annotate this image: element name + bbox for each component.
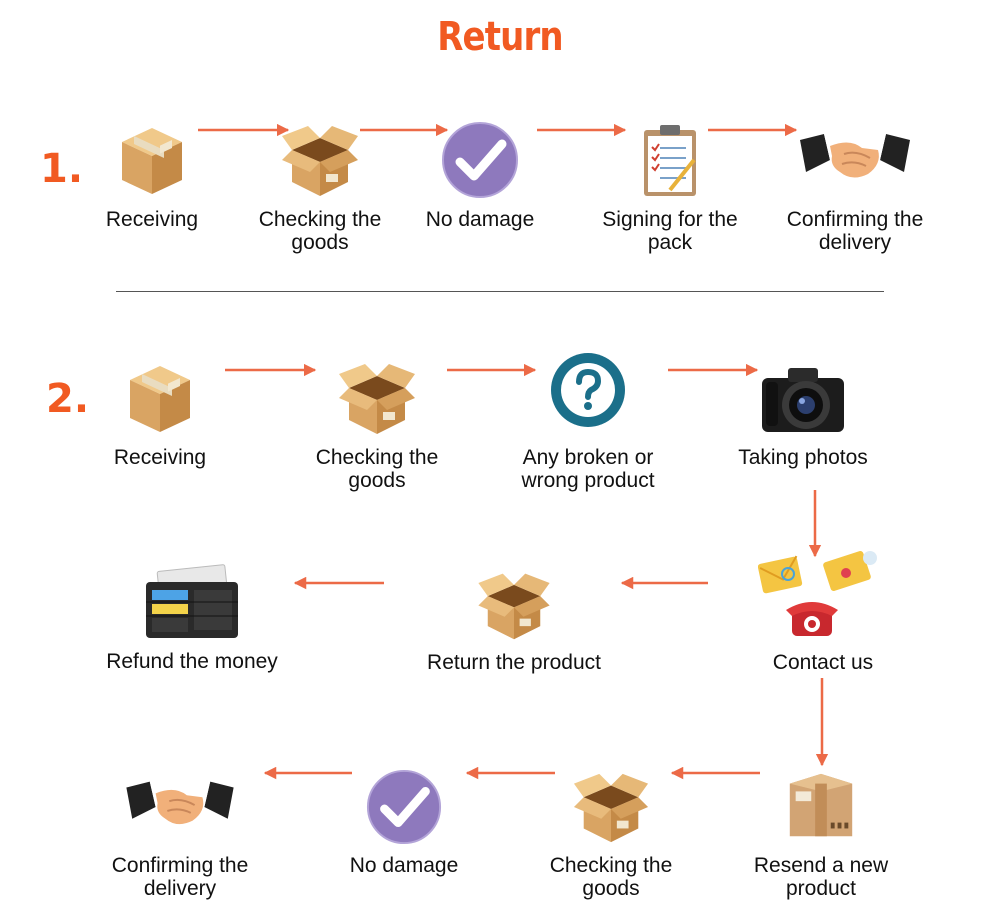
s2-step-label: Receiving [113,446,207,469]
section-divider [116,291,884,292]
section-1-number: 1. [40,146,84,192]
s2-step-label: Return the product [427,651,601,674]
s2-step-label: Contact us [772,651,874,674]
section-2-number: 2. [46,376,90,422]
s2-step-confirming: Confirming the delivery [90,768,270,900]
s1-step-receiving: Receiving [62,120,242,231]
s1-step-label: Checking the goods [258,208,382,254]
s1-step-no-damage: No damage [390,120,570,231]
s2-step-checking: Checking the goods [287,358,467,492]
s2-step-checking-2: Checking the goods [521,768,701,900]
s2-step-label: Checking the goods [315,446,439,492]
s2-step-photos: Taking photos [713,358,893,469]
s1-step-confirming: Confirming the delivery [765,120,945,254]
page-title: Return [437,14,563,60]
s1-step-signing: Signing for the pack [580,120,760,254]
s2-step-label: Taking photos [738,446,868,469]
s1-step-label: Signing for the pack [602,208,738,254]
s2-step-label: Checking the goods [549,854,673,900]
s2-step-refund: Refund the money [102,562,282,673]
s2-step-label: No damage [349,854,459,877]
s1-step-label: Confirming the delivery [786,208,924,254]
s2-step-no-damage: No damage [314,768,494,877]
s1-step-label: Receiving [105,208,199,231]
s1-step-checking: Checking the goods [230,120,410,254]
s2-step-receiving: Receiving [70,358,250,469]
s2-step-resend: Resend a new product [731,768,911,900]
s2-step-contact: Contact us [733,548,913,674]
s2-step-label: Refund the money [106,650,278,673]
s2-step-label: Confirming the delivery [111,854,249,900]
s1-step-label: No damage [425,208,535,231]
s2-step-broken: Any broken or wrong product [498,350,678,492]
s2-step-return: Return the product [424,568,604,674]
s2-step-label: Any broken or wrong product [521,446,655,492]
s2-step-label: Resend a new product [753,854,889,900]
